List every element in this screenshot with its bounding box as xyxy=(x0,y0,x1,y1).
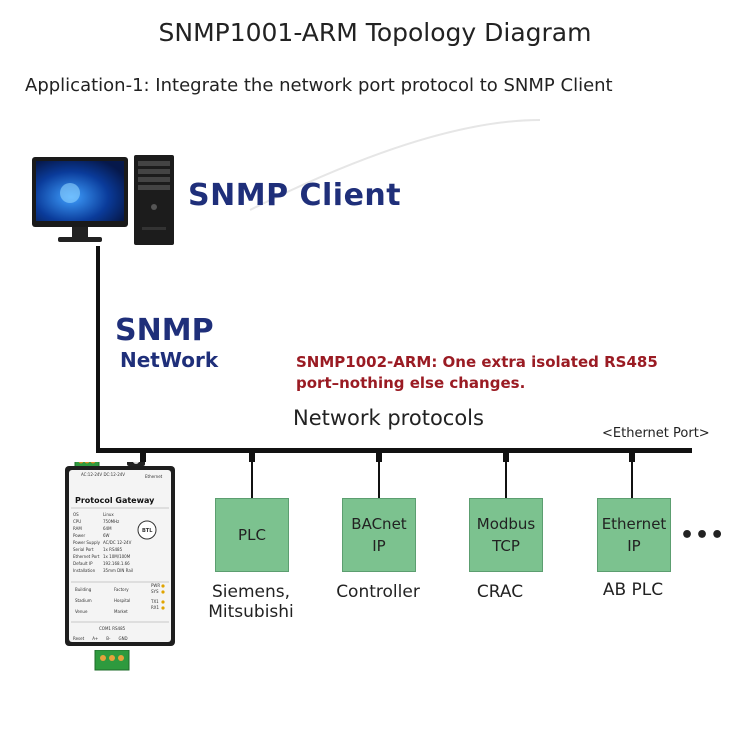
spec-key: Default IP xyxy=(73,561,93,566)
led-label: SYS xyxy=(151,589,159,594)
com-port-label: COM1 RS485 xyxy=(99,626,126,631)
reset-label: Reset xyxy=(73,636,85,641)
modbus-tap xyxy=(503,452,509,462)
spec-value: 192.168.1.66 xyxy=(103,561,130,566)
device-box-line: TCP xyxy=(492,537,520,555)
terminal-labels: Reset A+ B- GND xyxy=(73,636,163,641)
gateway-ethernet-text: Ethernet xyxy=(145,474,163,479)
note-line-2: port–nothing else changes. xyxy=(296,374,526,392)
device-box-line: PLC xyxy=(238,526,266,544)
spec-value: 64M xyxy=(103,526,112,531)
snmp-network-subtitle: NetWork xyxy=(120,348,219,372)
spec-value: 750MHz xyxy=(103,519,120,524)
ethernet-port-label: <Ethernet Port> xyxy=(602,426,710,441)
gateway-application-icons: Building Factory Stadium Hospital Venue … xyxy=(75,587,153,614)
ethernet-bus-line xyxy=(96,448,692,453)
spec-row: CPU 750MHz xyxy=(73,519,143,526)
rs485-terminal-icon xyxy=(94,650,130,671)
spec-row: Serial Port 1x RS485 xyxy=(73,547,143,554)
factory-icon-label: Factory xyxy=(114,587,129,592)
terminal-gnd-label: GND xyxy=(118,636,128,641)
spec-key: RAM xyxy=(73,526,82,531)
device-label-line: Mitsubishi xyxy=(208,602,294,622)
gateway-spec-table: OS Linux CPU 750MHz RAM 64M Power 6W Power S… xyxy=(73,512,143,575)
spec-row: Installation 35mm DIN Rail xyxy=(73,568,143,575)
spec-value: 35mm DIN Rail xyxy=(103,568,134,573)
spec-value: 1x RS485 xyxy=(103,547,123,552)
device-box-line: Modbus xyxy=(476,515,536,533)
led-label: TX1 xyxy=(151,599,159,604)
device-box-bacnet: BACnet IP xyxy=(342,498,416,572)
spec-key: Power xyxy=(73,533,86,538)
gateway-body-graphic xyxy=(65,462,175,646)
terminal-a-label: A+ xyxy=(92,636,99,641)
spec-value: 6W xyxy=(103,533,110,538)
bacnet-tap xyxy=(376,452,382,462)
gateway-name: Protocol Gateway xyxy=(75,496,155,505)
btl-badge: BTL xyxy=(142,528,153,534)
spec-key: Installation xyxy=(73,568,96,573)
device-box-ethernetip: Ethernet IP xyxy=(597,498,671,572)
device-label-crac: CRAC xyxy=(476,582,524,602)
device-box-line: IP xyxy=(372,537,386,555)
diagram-title: SNMP1001-ARM Topology Diagram xyxy=(158,18,592,47)
spec-value: AC/DC 12-24V xyxy=(103,540,132,545)
modbus-drop xyxy=(505,460,507,498)
device-label-ab-plc: AB PLC xyxy=(602,580,664,600)
spec-row: Default IP 192.168.1.66 xyxy=(73,561,143,568)
computer-icon xyxy=(32,155,174,245)
spec-row: Power 6W xyxy=(73,533,143,540)
led-label: RX1 xyxy=(151,605,160,610)
venue-icon-label: Venue xyxy=(75,609,88,614)
more-devices-ellipsis: ••• xyxy=(680,523,726,548)
spec-row: OS Linux xyxy=(73,512,143,519)
protocol-gateway-device: AC:12-24V DC:12-24V Ethernet Protocol Ga… xyxy=(65,462,175,671)
stadium-icon-label: Stadium xyxy=(75,598,92,603)
snmp-network-title: SNMP xyxy=(115,313,214,348)
snmp-client-label: SNMP Client xyxy=(188,178,402,213)
led-label: PWR xyxy=(151,583,161,588)
bacnet-drop xyxy=(378,460,380,498)
building-icon-label: Building xyxy=(75,587,92,592)
spec-key: Power Supply xyxy=(73,540,100,545)
spec-key: Ethernet Port xyxy=(73,554,100,559)
spec-value: 1x 10M/100M xyxy=(103,554,131,559)
ethernetip-tap xyxy=(629,452,635,462)
terminal-b-label: B- xyxy=(106,636,111,641)
device-box-plc: PLC xyxy=(215,498,289,572)
spec-key: OS xyxy=(73,512,79,517)
device-box-modbus: Modbus TCP xyxy=(469,498,543,572)
device-box-line: BACnet xyxy=(351,515,407,533)
plc-tap xyxy=(249,452,255,462)
device-box-line: Ethernet xyxy=(601,515,667,533)
device-label-plc: Siemens, Mitsubishi xyxy=(196,582,306,622)
gateway-tap xyxy=(140,452,146,462)
device-label-controller: Controller xyxy=(336,582,420,602)
gateway-power-text: AC:12-24V DC:12-24V xyxy=(81,472,126,477)
diagram-subtitle: Application-1: Integrate the network por… xyxy=(25,75,613,96)
spec-row: RAM 64M xyxy=(73,526,143,533)
spec-value: Linux xyxy=(103,512,114,517)
model-note: SNMP1002-ARM: One extra isolated RS485 p… xyxy=(296,352,658,394)
plc-drop xyxy=(251,460,253,498)
market-icon-label: Market xyxy=(114,609,128,614)
hospital-icon-label: Hospital xyxy=(114,598,131,603)
ethernetip-drop xyxy=(631,460,633,498)
note-line-1: SNMP1002-ARM: One extra isolated RS485 xyxy=(296,353,658,371)
device-label-line: Siemens, xyxy=(211,582,291,602)
client-link-line xyxy=(96,246,100,452)
device-box-line: IP xyxy=(627,537,641,555)
network-protocols-label: Network protocols xyxy=(293,406,484,430)
gateway-led-labels: PWR SYS TX1 RX1 xyxy=(151,583,160,611)
spec-key: Serial Port xyxy=(73,547,94,552)
spec-key: CPU xyxy=(73,519,82,524)
